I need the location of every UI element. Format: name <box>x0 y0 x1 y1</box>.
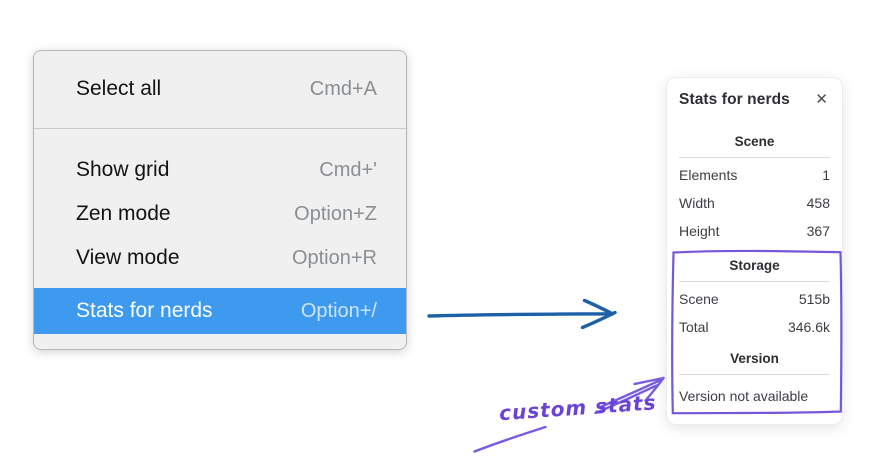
menu-item-show-grid[interactable]: Show grid Cmd+' <box>34 148 406 192</box>
stat-value: 1 <box>822 167 830 183</box>
menu-item-shortcut: Option+R <box>291 246 377 269</box>
stats-panel-header: Stats for nerds ✕ <box>679 90 830 109</box>
menu-item-label: Show grid <box>76 158 170 181</box>
stat-row-elements: Elements 1 <box>679 161 830 189</box>
section-divider <box>679 157 830 158</box>
stats-panel-title: Stats for nerds <box>679 90 790 108</box>
menu-group: Select all Cmd+A <box>34 51 406 128</box>
stat-label: Width <box>679 195 715 211</box>
stat-value: 515b <box>798 291 830 307</box>
version-note: Version not available <box>679 388 809 404</box>
stat-row-height: Height 367 <box>679 217 830 245</box>
stat-value: 458 <box>806 195 830 211</box>
menu-item-label: Zen mode <box>76 202 171 225</box>
menu-item-label: Select all <box>76 77 162 100</box>
stat-row-scene-storage: Scene 515b <box>679 285 830 313</box>
storage-stat-rows: Scene 515b Total 346.6k <box>679 285 830 341</box>
menu-item-shortcut: Cmd+A <box>309 77 377 100</box>
stat-label: Total <box>679 319 709 335</box>
section-divider <box>679 281 830 282</box>
section-title-version: Version <box>730 351 779 366</box>
stat-value: 367 <box>806 223 830 239</box>
section-divider <box>679 374 830 375</box>
menu-item-shortcut: Cmd+' <box>319 158 377 181</box>
stat-row-total-storage: Total 346.6k <box>679 313 830 341</box>
menu-item-zen-mode[interactable]: Zen mode Option+Z <box>34 192 406 236</box>
section-title-scene: Scene <box>734 134 775 149</box>
menu-item-view-mode[interactable]: View mode Option+R <box>34 236 406 280</box>
stat-row-width: Width 458 <box>679 189 830 217</box>
menu-item-label: Stats for nerds <box>76 299 213 322</box>
menu-item-stats-for-nerds[interactable]: Stats for nerds Option+/ <box>34 288 406 334</box>
context-menu: Select all Cmd+A Show grid Cmd+' Zen mod… <box>33 50 407 350</box>
menu-item-select-all[interactable]: Select all Cmd+A <box>34 67 406 111</box>
stat-label: Elements <box>679 167 738 183</box>
menu-item-label: View mode <box>76 246 180 269</box>
stats-panel: Stats for nerds ✕ Scene Elements 1 Width… <box>666 77 843 425</box>
section-title-storage: Storage <box>729 258 780 273</box>
scene-stat-rows: Elements 1 Width 458 Height 367 <box>679 161 830 245</box>
stat-label: Height <box>679 223 720 239</box>
stat-value: 346.6k <box>787 319 830 335</box>
menu-item-shortcut: Option+Z <box>294 202 377 225</box>
menu-item-shortcut: Option+/ <box>300 299 377 322</box>
arrow-menu-to-panel <box>427 298 617 330</box>
custom-stats-annotation-text: custom stats <box>498 390 658 426</box>
menu-separator <box>34 128 406 129</box>
close-icon[interactable]: ✕ <box>815 91 828 108</box>
menu-group: Show grid Cmd+' Zen mode Option+Z View m… <box>34 129 406 334</box>
stat-label: Scene <box>679 291 719 307</box>
